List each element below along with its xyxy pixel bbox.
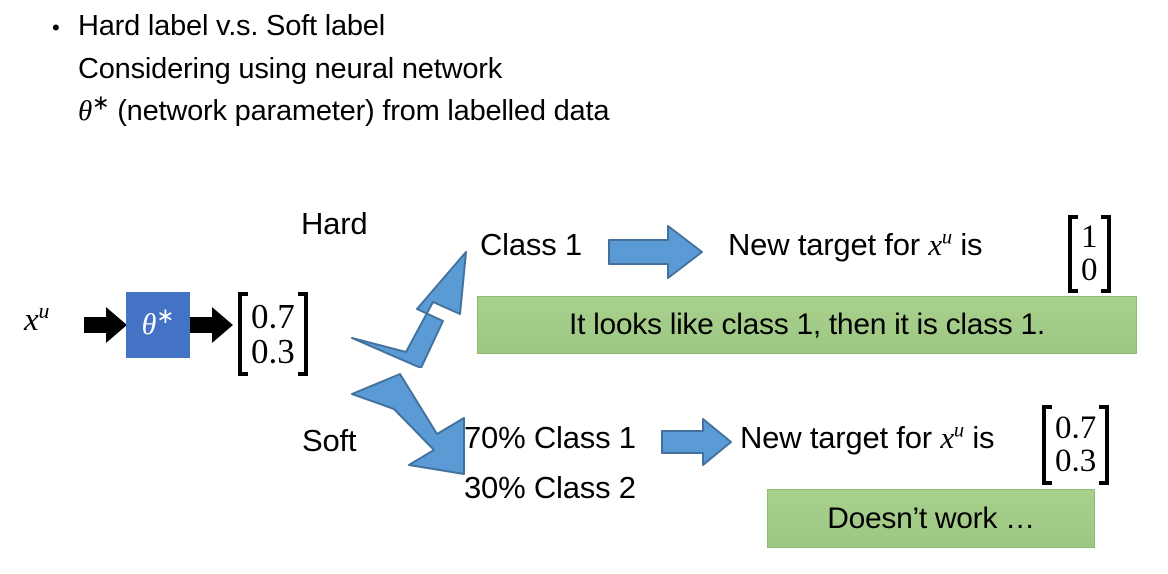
header-line-2: Considering using neural network bbox=[78, 53, 503, 85]
hard-target-prefix: New target for bbox=[728, 227, 929, 262]
branch-label-hard: Hard bbox=[301, 206, 368, 241]
hard-callout-box: It looks like class 1, then it is class … bbox=[477, 296, 1137, 354]
soft-callout-text: Doesn’t work … bbox=[827, 501, 1035, 535]
bracket-left-hard-target bbox=[1068, 215, 1078, 293]
model-output-vector: 0.7 0.3 bbox=[238, 292, 308, 376]
bracket-left-output bbox=[238, 292, 248, 376]
output-vector-value-1: 0.3 bbox=[251, 332, 295, 371]
black-arrow-right-icon-2 bbox=[190, 307, 233, 343]
bracket-left-soft-target bbox=[1042, 405, 1052, 485]
blue-arrow-down-right-icon bbox=[351, 373, 465, 475]
theta-symbol-inline: θ bbox=[78, 95, 93, 127]
header-line-3: θ∗ (network parameter) from labelled dat… bbox=[52, 90, 1132, 132]
blue-block-arrow-right-icon-soft bbox=[661, 418, 732, 466]
header-text-block: • Hard label v.s. Soft label Considering… bbox=[52, 6, 1132, 132]
input-variable-label: xu bbox=[24, 299, 50, 338]
soft-target-var: x bbox=[940, 420, 954, 455]
hard-new-target-text: New target for xu is bbox=[728, 226, 983, 262]
bracket-right-output bbox=[297, 292, 308, 376]
soft-prediction-line-1: 70% Class 1 bbox=[464, 420, 636, 455]
hard-target-var: x bbox=[928, 227, 942, 262]
branch-label-soft: Soft bbox=[302, 423, 357, 458]
hard-callout-text: It looks like class 1, then it is class … bbox=[569, 308, 1045, 341]
hard-prediction-label: Class 1 bbox=[480, 227, 582, 262]
header-line-3-rest: (network parameter) from labelled data bbox=[109, 95, 610, 127]
bullet-point-icon: • bbox=[52, 15, 60, 40]
hard-target-value-1: 0 bbox=[1081, 252, 1098, 288]
blue-arrow-up-right-icon bbox=[351, 251, 467, 368]
soft-target-vector: 0.7 0.3 bbox=[1042, 405, 1110, 485]
hard-target-vector: 1 0 bbox=[1068, 215, 1111, 293]
soft-target-value-0: 0.7 bbox=[1055, 410, 1097, 446]
input-variable-superscript: u bbox=[38, 299, 50, 323]
hard-target-vector-values: 1 0 bbox=[1078, 221, 1101, 287]
theta-box-label: θ∗ bbox=[141, 305, 175, 342]
theta-star-inline: ∗ bbox=[92, 90, 110, 115]
theta-symbol-box: θ bbox=[141, 308, 157, 341]
bracket-right-soft-target bbox=[1099, 405, 1110, 485]
output-vector-value-0: 0.7 bbox=[251, 297, 295, 336]
bullet-line-1: • Hard label v.s. Soft label bbox=[52, 6, 1132, 48]
bullet-line-1-text: Hard label v.s. Soft label bbox=[78, 10, 385, 42]
soft-prediction-line-2: 30% Class 2 bbox=[464, 470, 636, 505]
hard-target-value-0: 1 bbox=[1081, 219, 1098, 255]
blue-block-arrow-right-icon-hard bbox=[608, 225, 703, 279]
soft-target-value-1: 0.3 bbox=[1055, 443, 1097, 479]
soft-target-var-sup: u bbox=[953, 419, 964, 442]
soft-target-vector-values: 0.7 0.3 bbox=[1052, 412, 1099, 478]
soft-new-target-text: New target for xu is bbox=[740, 419, 995, 455]
hard-target-suffix: is bbox=[951, 227, 983, 262]
soft-target-prefix: New target for bbox=[740, 420, 941, 455]
input-variable-x: x bbox=[24, 302, 39, 338]
output-vector-values: 0.7 0.3 bbox=[248, 299, 298, 369]
hard-target-var-sup: u bbox=[941, 226, 952, 249]
model-parameter-box: θ∗ bbox=[126, 292, 190, 358]
soft-target-suffix: is bbox=[963, 420, 995, 455]
black-arrow-right-icon-1 bbox=[84, 307, 127, 343]
bracket-right-hard-target bbox=[1100, 215, 1111, 293]
theta-star-box: ∗ bbox=[156, 304, 175, 328]
soft-callout-box: Doesn’t work … bbox=[767, 489, 1095, 548]
